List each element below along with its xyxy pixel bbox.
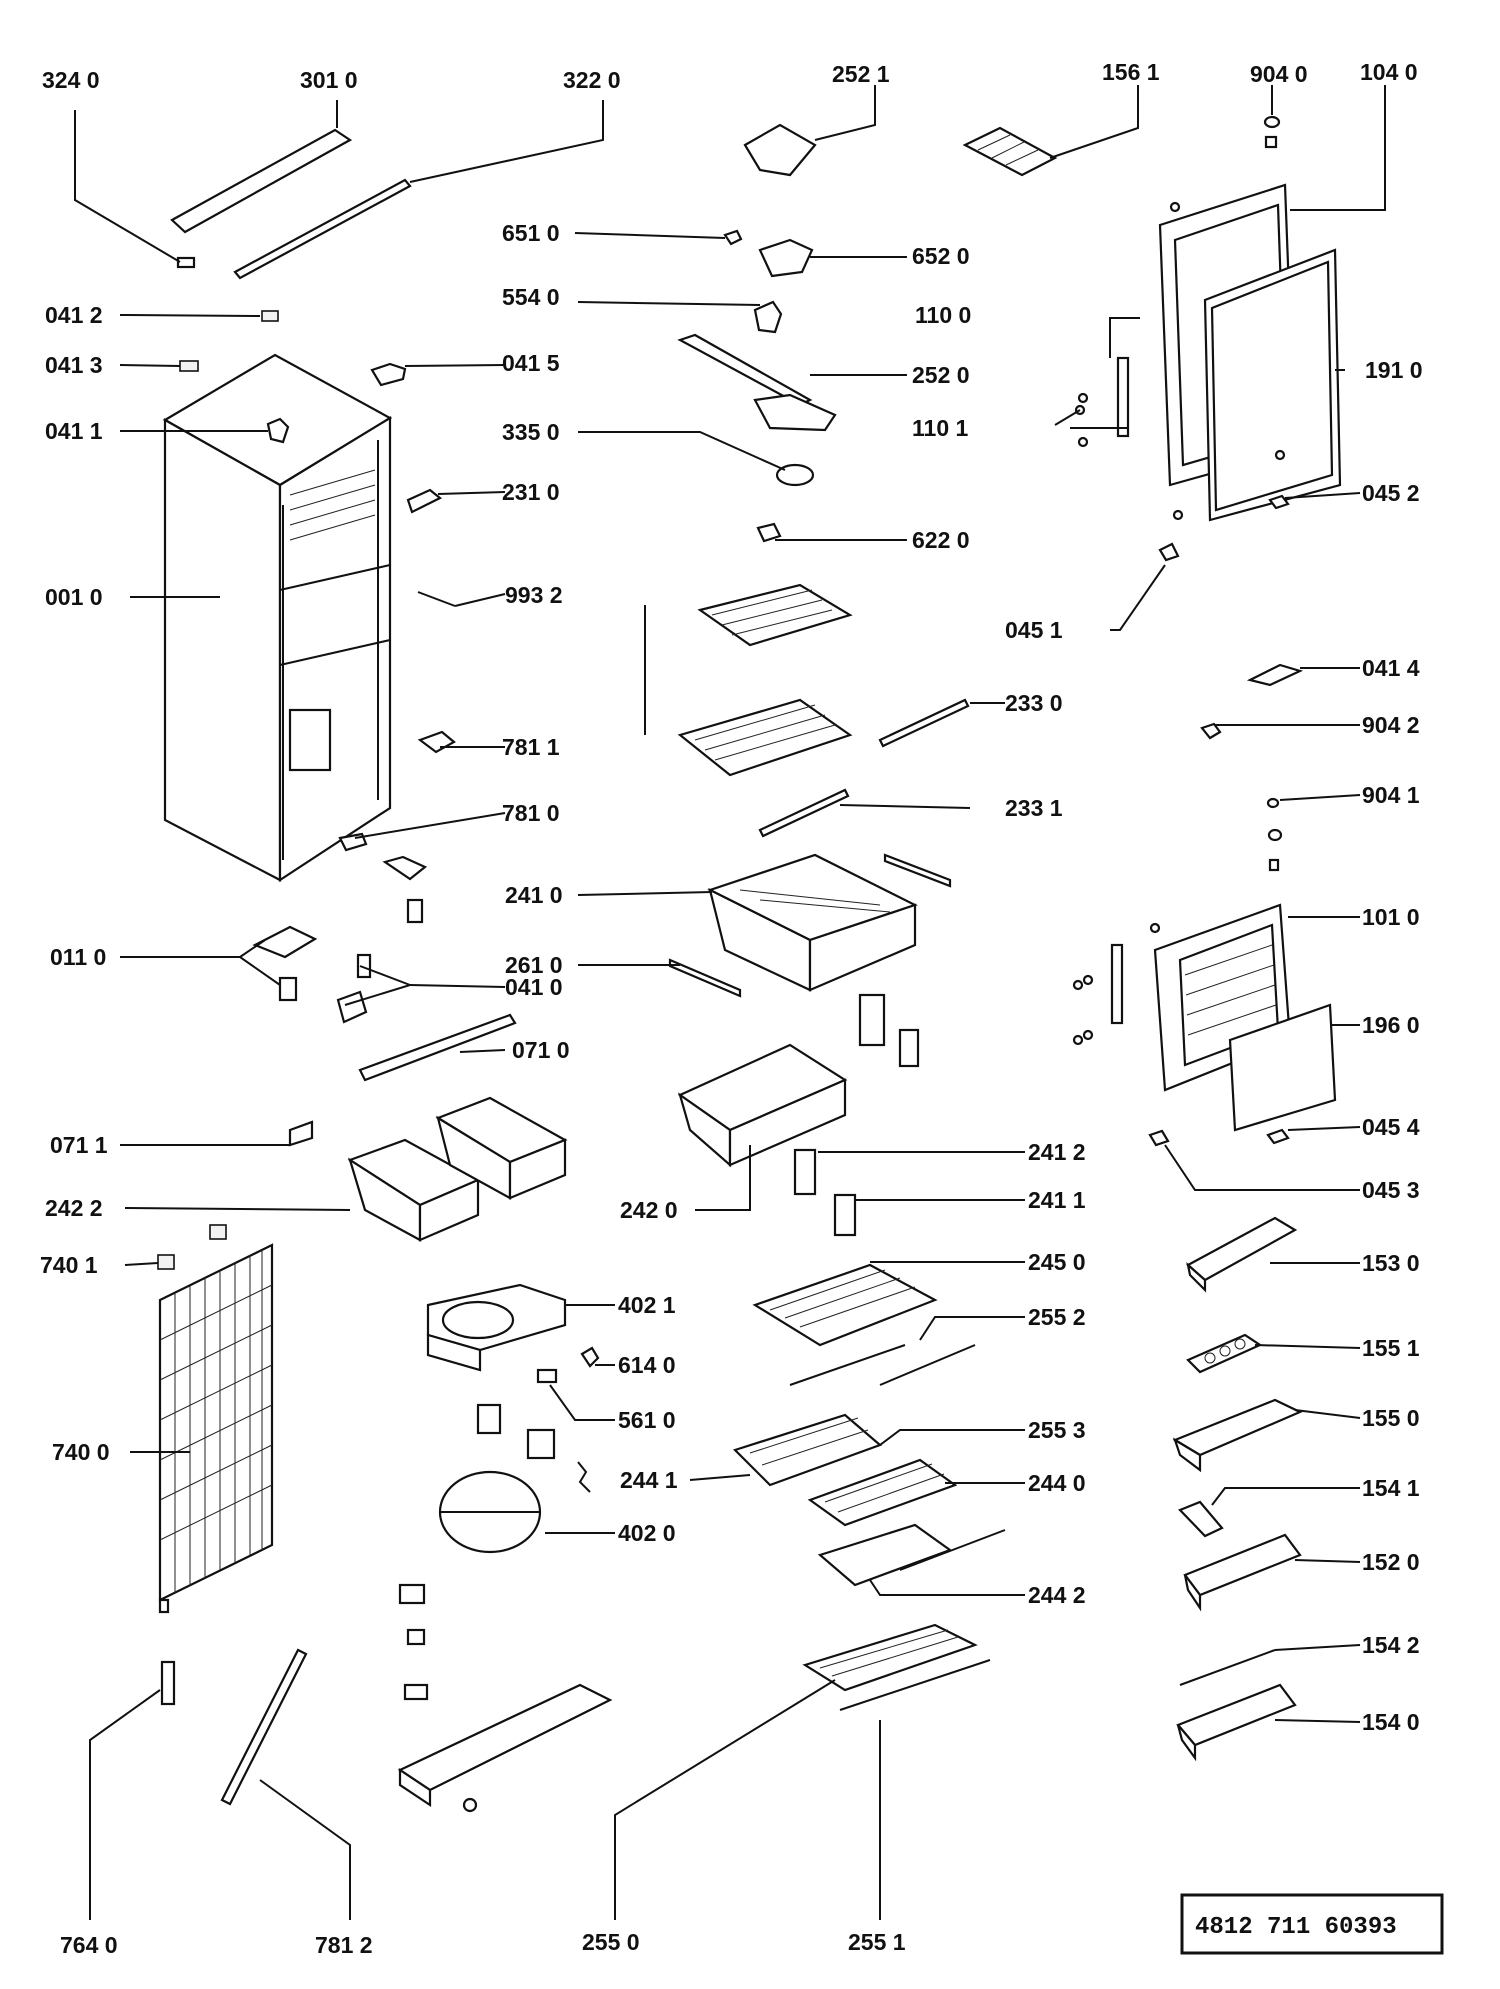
callout-904-2: 904 2	[1362, 712, 1420, 738]
drawer-241	[668, 853, 952, 998]
cabinet-part	[162, 353, 393, 883]
callout-153-0: 153 0	[1362, 1250, 1420, 1276]
callout-104-0: 104 0	[1360, 59, 1418, 85]
small-right-parts	[1200, 663, 1304, 872]
callout-011-0: 011 0	[50, 944, 106, 970]
evaporation-tray	[426, 1283, 567, 1372]
callout-904-0: 904 0	[1250, 61, 1308, 87]
callout-244-1: 244 1	[620, 1467, 678, 1493]
callout-652-0: 652 0	[912, 243, 970, 269]
callout-001-0: 001 0	[45, 584, 103, 610]
callout-041-4: 041 4	[1362, 655, 1420, 681]
callout-155-0: 155 0	[1362, 1405, 1420, 1431]
leader-lines	[74, 85, 1386, 1920]
callout-245-0: 245 0	[1028, 1249, 1086, 1275]
freezer-shelf-assembly	[644, 583, 970, 838]
callout-labels: 324 0 301 0 322 0 252 1 156 1 904 0 104 …	[40, 59, 1423, 1958]
callout-231-0: 231 0	[502, 479, 560, 505]
callout-152-0: 152 0	[1362, 1549, 1420, 1575]
callout-554-0: 554 0	[502, 284, 560, 310]
callout-252-0: 252 0	[912, 362, 970, 388]
callout-233-0: 233 0	[1005, 690, 1063, 716]
door-racks	[1172, 1216, 1303, 1762]
callout-110-1: 110 1	[912, 415, 968, 441]
callout-252-1: 252 1	[832, 61, 890, 87]
callout-740-1: 740 1	[40, 1252, 98, 1278]
callout-255-1: 255 1	[848, 1929, 906, 1955]
callout-045-3: 045 3	[1362, 1177, 1420, 1203]
callout-993-2: 993 2	[505, 582, 563, 608]
callout-324-0: 324 0	[42, 67, 100, 93]
callout-244-0: 244 0	[1028, 1470, 1086, 1496]
callout-233-1: 233 1	[1005, 795, 1063, 821]
callout-242-0: 242 0	[620, 1197, 678, 1223]
callout-156-1: 156 1	[1102, 59, 1160, 85]
callout-622-0: 622 0	[912, 527, 970, 553]
base-trim-parts	[160, 1648, 308, 1806]
condenser-coil	[157, 1224, 274, 1614]
callout-041-3: 041 3	[45, 352, 103, 378]
hinge-pieces-mid	[1074, 356, 1130, 448]
callout-651-0: 651 0	[502, 220, 560, 246]
callout-322-0: 322 0	[563, 67, 621, 93]
callout-045-1: 045 1	[1005, 617, 1063, 643]
callout-241-0: 241 0	[505, 882, 563, 908]
glass-shelves	[732, 1263, 1006, 1711]
callout-335-0: 335 0	[502, 419, 560, 445]
callout-045-2: 045 2	[1362, 480, 1420, 506]
callout-196-0: 196 0	[1362, 1012, 1420, 1038]
callout-614-0: 614 0	[618, 1352, 676, 1378]
feet-parts	[252, 925, 517, 1147]
callout-041-2: 041 2	[45, 302, 103, 328]
callout-101-0: 101 0	[1362, 904, 1420, 930]
callout-155-1: 155 1	[1362, 1335, 1420, 1361]
callout-402-0: 402 0	[618, 1520, 676, 1546]
callout-241-1: 241 1	[1028, 1187, 1086, 1213]
document-number: 4812 711 60393	[1195, 1914, 1397, 1941]
drawer-242	[677, 993, 920, 1237]
callout-764-0: 764 0	[60, 1932, 118, 1958]
upper-door	[1158, 115, 1342, 562]
callout-191-0: 191 0	[1365, 357, 1423, 383]
ice-tray	[962, 126, 1058, 177]
hinge-parts-top	[179, 310, 456, 924]
callout-241-2: 241 2	[1028, 1139, 1086, 1165]
callout-242-2: 242 2	[45, 1195, 103, 1221]
callout-261-0: 261 0	[505, 952, 563, 978]
callout-781-1: 781 1	[502, 734, 560, 760]
callout-154-0: 154 0	[1362, 1709, 1420, 1735]
callout-402-1: 402 1	[618, 1292, 676, 1318]
callout-301-0: 301 0	[300, 67, 358, 93]
crisper-boxes-left	[347, 1096, 568, 1242]
callout-904-1: 904 1	[1362, 782, 1420, 808]
callout-781-2: 781 2	[315, 1932, 373, 1958]
callout-045-4: 045 4	[1362, 1114, 1420, 1140]
document-number-box: 4812 711 60393	[1180, 1893, 1444, 1955]
callout-244-2: 244 2	[1028, 1582, 1086, 1608]
callout-255-3: 255 3	[1028, 1417, 1086, 1443]
callout-041-1: 041 1	[45, 418, 103, 444]
thermostat-parts	[677, 123, 837, 543]
callout-255-0: 255 0	[582, 1929, 640, 1955]
callout-071-1: 071 1	[50, 1132, 108, 1158]
compressor-base	[397, 1683, 613, 1813]
compressor-parts	[398, 1346, 600, 1701]
callout-041-0: 041 0	[505, 974, 563, 1000]
callout-041-5: 041 5	[502, 350, 560, 376]
callout-740-0: 740 0	[52, 1439, 110, 1465]
callout-071-0: 071 0	[512, 1037, 570, 1063]
top-trim-parts	[170, 128, 412, 280]
callout-110-0: 110 0	[915, 302, 971, 328]
callout-154-2: 154 2	[1362, 1632, 1420, 1658]
lower-door	[1072, 903, 1337, 1147]
callout-255-2: 255 2	[1028, 1304, 1086, 1330]
callout-781-0: 781 0	[502, 800, 560, 826]
callout-154-1: 154 1	[1362, 1475, 1420, 1501]
callout-561-0: 561 0	[618, 1407, 676, 1433]
